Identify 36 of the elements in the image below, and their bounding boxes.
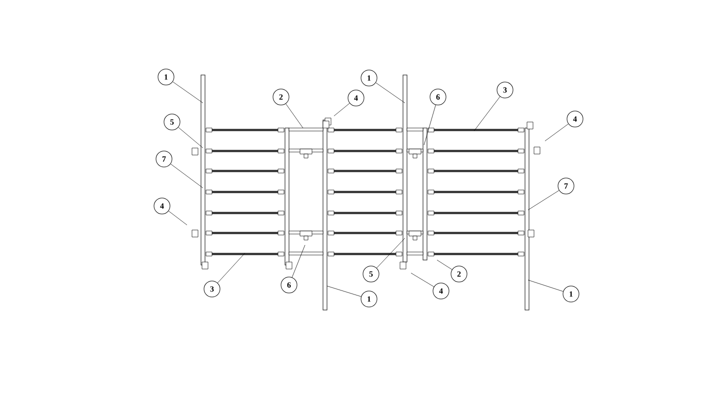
- leader-line: [172, 82, 204, 104]
- callout-number: 5: [164, 114, 180, 130]
- leader-line: [424, 104, 436, 146]
- leader-line: [286, 104, 304, 128]
- callout-number: 4: [432, 282, 450, 300]
- leader-line: [436, 260, 452, 270]
- leader-line: [170, 164, 204, 188]
- leader-line: [410, 272, 434, 287]
- callout-number: 2: [450, 266, 468, 282]
- callout-number: 7: [558, 178, 574, 194]
- leader-line: [376, 82, 406, 104]
- leader-line: [376, 238, 406, 268]
- callout-number: 3: [496, 82, 514, 98]
- callout-number: 1: [158, 68, 174, 86]
- leader-line: [292, 244, 306, 278]
- leader-line: [528, 280, 564, 292]
- callout-number: 6: [430, 88, 446, 106]
- callout-number: 3: [204, 280, 220, 298]
- callout-number: 5: [362, 266, 380, 282]
- callout-number: 6: [280, 276, 298, 294]
- leader-line: [474, 96, 500, 132]
- callout-number: 2: [272, 88, 290, 106]
- callout-number: 4: [154, 198, 170, 214]
- leader-line: [168, 210, 188, 226]
- leader-line: [544, 124, 569, 142]
- leader-line: [334, 103, 350, 116]
- callout-number: 1: [360, 290, 378, 308]
- callout-number: 7: [156, 150, 172, 168]
- callout-number: 1: [562, 286, 580, 302]
- callout-number: 4: [348, 90, 364, 106]
- callout-number: 4: [566, 110, 584, 128]
- leader-line: [528, 190, 560, 210]
- callout-number: 1: [360, 70, 378, 86]
- leader-line: [217, 252, 246, 284]
- leader-line: [178, 127, 204, 148]
- leader-line: [326, 286, 362, 297]
